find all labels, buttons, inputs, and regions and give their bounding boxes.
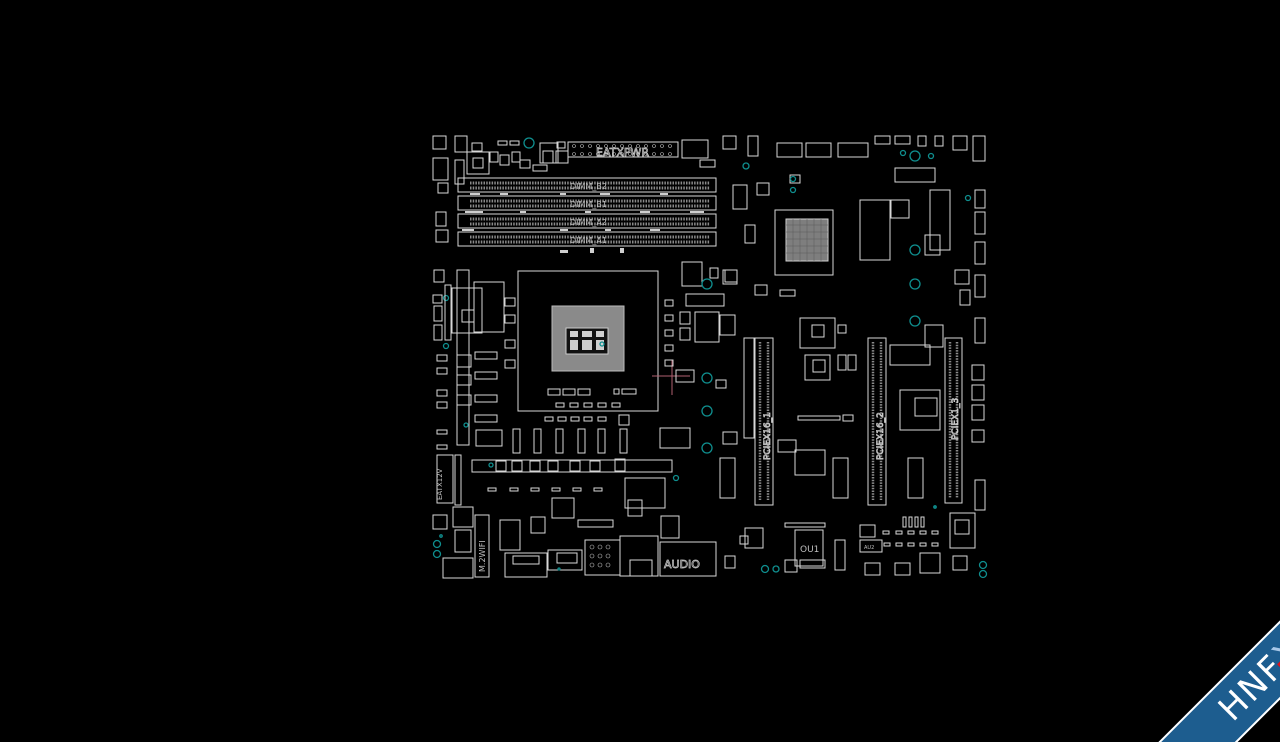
m2-connector[interactable]	[797, 415, 841, 421]
pcie-slot-3-label: PCIEX1_3	[951, 398, 961, 440]
eatxpwr-connector[interactable]	[567, 141, 679, 158]
dimm-b1-slot[interactable]	[457, 195, 717, 211]
dimm-a1-label: DIMM_A1	[570, 236, 607, 245]
m2-wifi-label: M.2WIFI	[478, 540, 487, 572]
pch-chip[interactable]	[774, 209, 834, 276]
dimm-slots: DIMM_B2 DIMM_B1 DIMM_A2 DIMM_A1	[457, 177, 717, 253]
top-edge-components: EATXPWR	[432, 135, 737, 194]
chip-au2[interactable]	[859, 539, 883, 553]
left-edge-components	[432, 211, 516, 450]
eatxpwr-label: EATXPWR	[596, 146, 649, 159]
audio-jack[interactable]	[659, 541, 717, 577]
pcie-slot-2[interactable]	[867, 337, 887, 506]
dimm-b1-label: DIMM_B1	[570, 200, 607, 209]
audio-label: AUDIO	[664, 558, 700, 571]
chip-ou1[interactable]	[794, 529, 824, 567]
hnfix-watermark: HNFX.VN	[1080, 542, 1280, 742]
svg-text:EATX12V: EATX12V	[436, 468, 444, 500]
right-components	[889, 317, 988, 579]
pcie-slot-1-label: PCIEX16_1	[763, 412, 773, 460]
cpu-socket[interactable]	[517, 270, 690, 412]
dimm-b2-slot[interactable]	[457, 177, 717, 193]
bottom-io-components: M.2WIFI AUDIO	[432, 497, 749, 579]
bottom-middle-components: OU1 AU2	[744, 505, 941, 576]
top-right-components	[722, 135, 986, 327]
pcie-slot-3[interactable]	[944, 337, 963, 504]
chip-ou1-label: OU1	[800, 545, 819, 555]
lower-left-components	[471, 414, 736, 509]
watermark-band: HNFX.VN	[1122, 542, 1280, 742]
pcie-slot-2-label: PCIEX16_2	[876, 412, 886, 460]
dimm-b2-label: DIMM_B2	[570, 182, 607, 191]
dimm-a2-slot[interactable]	[457, 213, 717, 229]
dimm-a2-label: DIMM_A2	[570, 218, 607, 227]
vrm-components	[659, 261, 738, 454]
svg-text:AU2: AU2	[864, 545, 874, 551]
watermark-text: HNFX.VN	[1211, 583, 1280, 729]
pcie-slot-1[interactable]	[754, 337, 774, 506]
dimm-a1-slot[interactable]	[457, 231, 717, 247]
eatx12v-connector[interactable]: EATX12V	[436, 454, 462, 506]
pcie-slots: PCIEX16_1 PCIEX16_2 PCIEX1_3	[743, 337, 963, 506]
m2-wifi-slot[interactable]	[474, 514, 490, 578]
middle-components	[777, 317, 857, 476]
